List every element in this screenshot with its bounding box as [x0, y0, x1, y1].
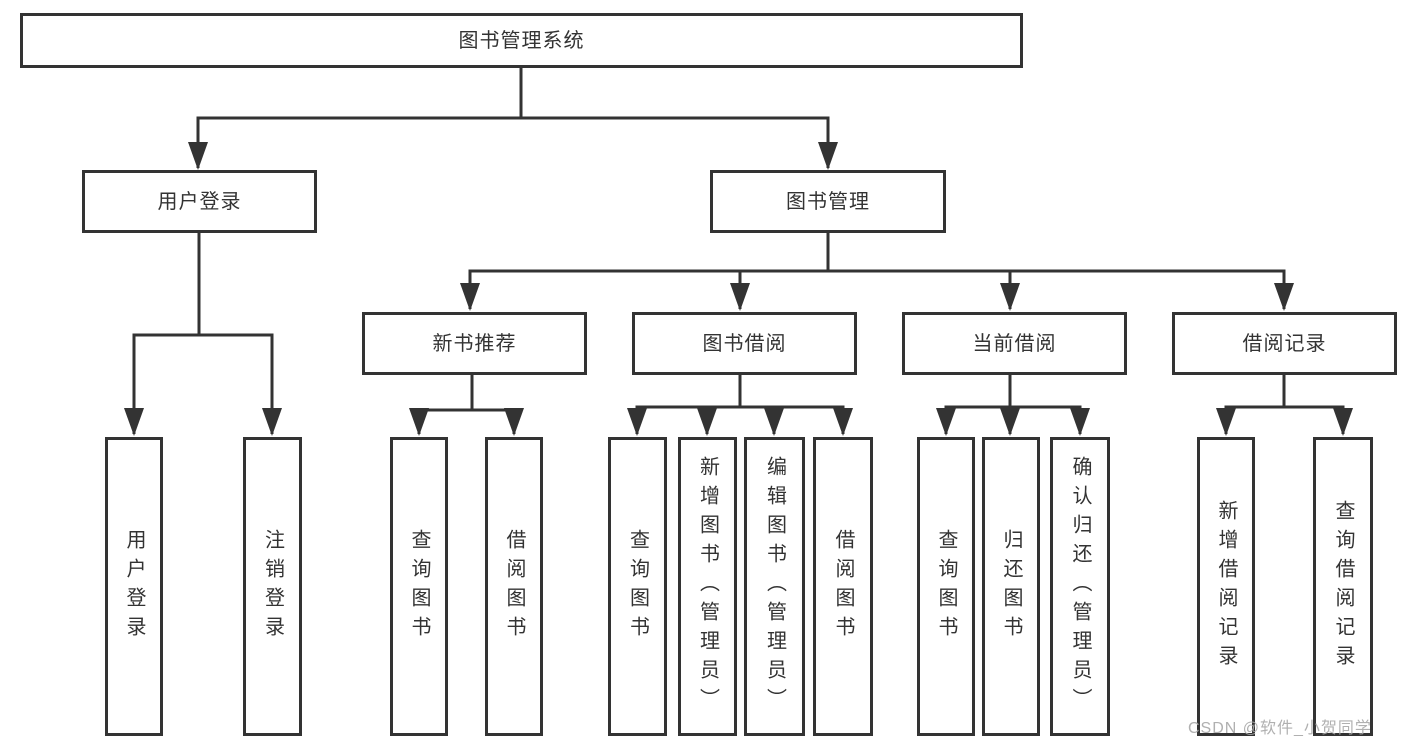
node-new-book-recommend: 新书推荐	[362, 312, 587, 375]
node-current-borrow: 当前借阅	[902, 312, 1127, 375]
leaf-borrow-books-recommend: 借阅图书	[485, 437, 543, 736]
leaf-return-book: 归还图书	[982, 437, 1040, 736]
leaf-query-books-current: 查询图书	[917, 437, 975, 736]
leaf-query-books-borrow: 查询图书	[608, 437, 667, 736]
leaf-user-login: 用户登录	[105, 437, 163, 736]
leaf-logout-login: 注销登录	[243, 437, 302, 736]
leaf-add-borrow-record: 新增借阅记录	[1197, 437, 1255, 736]
node-library-management-system: 图书管理系统	[20, 13, 1023, 68]
leaf-confirm-return-admin: 确认归还（管理员）	[1050, 437, 1110, 736]
node-book-management: 图书管理	[710, 170, 946, 233]
node-user-login: 用户登录	[82, 170, 317, 233]
watermark: CSDN @软件_小贺同学	[1188, 720, 1372, 737]
leaf-query-books-recommend: 查询图书	[390, 437, 448, 736]
leaf-query-borrow-record: 查询借阅记录	[1313, 437, 1373, 736]
node-book-borrow: 图书借阅	[632, 312, 857, 375]
leaf-borrow-books: 借阅图书	[813, 437, 873, 736]
node-borrow-records: 借阅记录	[1172, 312, 1397, 375]
leaf-edit-book-admin: 编辑图书（管理员）	[744, 437, 805, 736]
leaf-add-book-admin: 新增图书（管理员）	[678, 437, 737, 736]
